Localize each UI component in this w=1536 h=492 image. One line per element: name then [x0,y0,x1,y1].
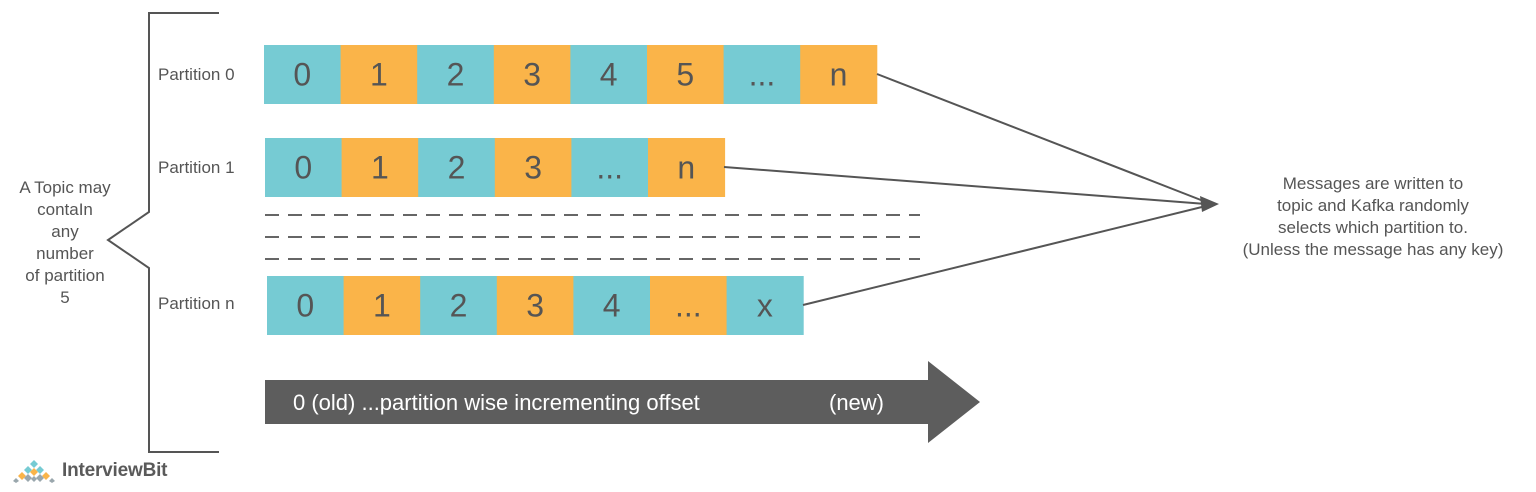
partition-cell [573,276,651,335]
pointer-line-partition-1 [723,166,1207,205]
partition-cell-label: 1 [370,57,388,93]
partition-cell [571,138,649,197]
messages-note-line: Messages are written to [1282,174,1464,193]
partition-cell-label: 0 [296,288,314,324]
partition-cell [496,276,574,335]
topic-description-line: any [51,222,79,241]
partition-cell [417,45,495,104]
partition-cell-label: ... [596,150,623,186]
partition-cell-label: 2 [447,57,465,93]
partition-cell-label: n [830,57,848,93]
partition-cell [726,276,804,335]
partition-cell-label: 1 [371,150,389,186]
partition-cell-label: 3 [526,288,544,324]
messages-note: Messages are written to topic and Kafka … [1208,173,1536,261]
partition-cell [418,138,496,197]
offset-arrow-right-text: (new) [829,390,884,415]
partition-cell-label: 0 [293,57,311,93]
partition-cell [341,138,419,197]
partition-cell [494,138,572,197]
topic-description-line: of partition [25,266,105,285]
pointer-line-partition-n [802,205,1207,306]
partition-cell-label: 2 [450,288,468,324]
partition-0-row: 0 1 2 3 4 5... n [264,45,878,104]
diamond-grid-logo-icon [13,460,55,483]
messages-note-line: selects which partition to. [1278,218,1468,237]
partition-cell [420,276,498,335]
partition-cell [340,45,418,104]
logo-text: InterviewBit [62,460,168,481]
partition-n-row: 0 1 2 3 4... x [267,276,804,335]
partition-cell [343,276,421,335]
messages-note-line: topic and Kafka randomly [1277,196,1469,215]
partition-cell [493,45,571,104]
partition-cell-label: ... [749,57,776,93]
partition-cell-label: n [677,150,695,186]
topic-bracket [106,12,219,453]
offset-arrow [265,361,980,443]
arrowhead-icon [1200,196,1219,212]
partition-cell [265,138,343,197]
partition-cell-label: 3 [524,150,542,186]
topic-description-line: contaIn [37,200,93,219]
partition-cell-label: 3 [523,57,541,93]
partition-cell [264,45,342,104]
partition-cell [648,138,726,197]
partition-cell-label: 4 [603,288,621,324]
partition-cell-label: ... [675,288,702,324]
partition-cell [570,45,648,104]
interviewbit-logo: InterviewBit [12,456,167,486]
offset-arrow-left-text: 0 (old) ...partition wise incrementing o… [293,390,700,415]
partition-cell-label: x [757,288,773,324]
topic-description-line: 5 [60,288,70,307]
messages-note-line: (Unless the message has any key) [1242,240,1504,259]
partition-1-label: Partition 1 [158,158,235,177]
topic-description-line: A Topic may [19,178,111,197]
partition-cell [267,276,345,335]
partition-cell-label: 2 [448,150,466,186]
partition-cell [800,45,878,104]
partition-cell-label: 4 [600,57,618,93]
partition-cell [650,276,728,335]
topic-description: A Topic may contaIn any number of partit… [6,177,124,309]
topic-description-line: number [36,244,94,263]
partition-0-label: Partition 0 [158,65,235,84]
partition-1-row: 0 1 2 3... n [265,138,726,197]
pointer-line-partition-0 [876,73,1207,203]
partition-cell-label: 5 [676,57,694,93]
partition-cell-label: 1 [373,288,391,324]
partition-cell [723,45,801,104]
partition-n-label: Partition n [158,294,235,313]
partition-cell-label: 0 [294,150,312,186]
partition-cell [647,45,725,104]
